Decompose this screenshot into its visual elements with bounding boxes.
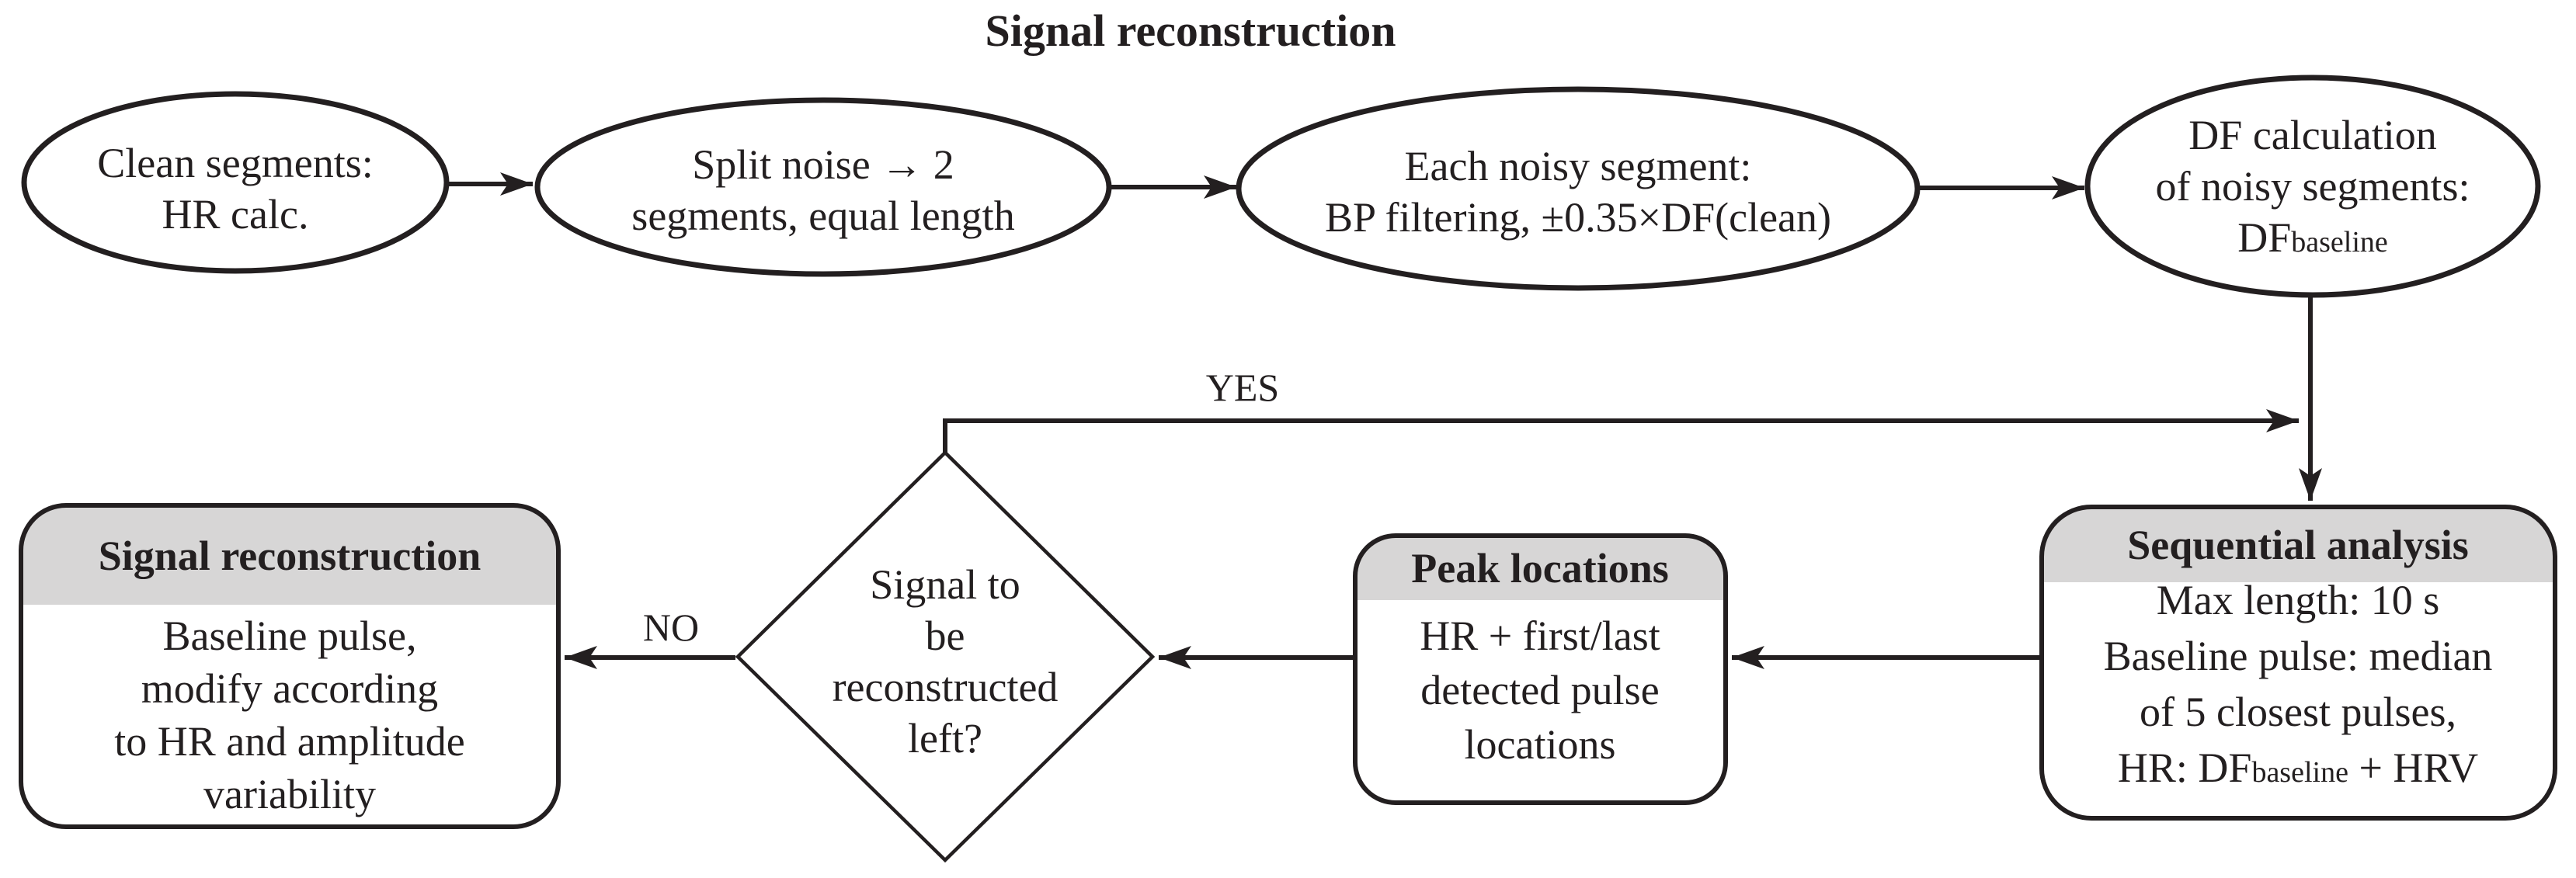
text-line: HR: DFbaseline + HRV: [2104, 740, 2493, 800]
box-sequential-analysis: [2039, 505, 2557, 821]
ellipse-bp-filtering: [1236, 86, 1921, 291]
text-line: modify according: [141, 665, 439, 712]
ellipse-df-calculation-text: DF calculation of noisy segments: DFbase…: [2156, 109, 2470, 268]
text-line: left?: [908, 715, 982, 762]
diamond-signal-left-decision: [735, 449, 1156, 863]
df-main: DF: [2237, 214, 2292, 261]
box-signal-reconstruction-header-bg: [21, 505, 558, 605]
box-peak-locations-body: HR + first/last detected pulse locations: [1420, 609, 1660, 772]
box-sequential-analysis-fill: [2042, 507, 2555, 818]
hr-line-subscript: baseline: [2251, 756, 2348, 789]
text-line: Max length: 10 s: [2156, 577, 2440, 623]
box-peak-locations-header-bg: [1355, 536, 1726, 600]
box-sequential-analysis-body: Max length: 10 s Baseline pulse: median …: [2104, 572, 2493, 800]
text-line: of 5 closest pulses,: [2140, 689, 2456, 735]
ellipse-clean-segments: [21, 91, 450, 274]
box-sequential-analysis-header: Sequential analysis: [2127, 522, 2469, 568]
text-line: BP filtering, ±0.35×DF(clean): [1325, 194, 1831, 241]
box-peak-locations-header: Peak locations: [1411, 545, 1669, 592]
diamond-decision-text: Signal to be reconstructed left?: [833, 559, 1059, 764]
text-line: locations: [1464, 721, 1616, 768]
text-line: DF calculation: [2188, 112, 2437, 158]
box-peak-locations: [1353, 533, 1728, 805]
ellipse-split-noise: [534, 97, 1112, 277]
no-label: NO: [642, 606, 700, 649]
text-line: of noisy segments:: [2155, 163, 2470, 210]
text-line: Signal to: [870, 561, 1020, 608]
box-signal-reconstruction: [19, 503, 561, 829]
text-line: Each noisy segment:: [1404, 143, 1752, 189]
text-line: Baseline pulse: median: [2103, 633, 2493, 679]
arrow-yes-path: [943, 409, 2299, 456]
yes-label: YES: [1205, 366, 1280, 409]
text-line: Split noise → 2: [692, 141, 954, 188]
box-sequential-analysis-header-bg: [2042, 507, 2555, 582]
ellipse-clean-segments-text: Clean segments: HR calc.: [97, 137, 373, 240]
text-line: HR + first/last: [1420, 613, 1660, 659]
ellipse-split-noise-text: Split noise → 2 segments, equal length: [631, 139, 1014, 241]
text-line: Clean segments:: [97, 140, 374, 186]
text-line: DFbaseline: [2156, 212, 2470, 268]
box-peak-locations-fill: [1355, 536, 1726, 803]
text-line: be: [925, 613, 965, 659]
ellipse-bp-filtering-text: Each noisy segment: BP filtering, ±0.35×…: [1325, 141, 1831, 243]
text-line: detected pulse: [1420, 667, 1660, 713]
text-line: HR calc.: [162, 191, 309, 238]
ellipse-df-calculation: [2084, 75, 2541, 298]
text-line: segments, equal length: [631, 193, 1015, 239]
hr-line-pre: HR: DF: [2117, 744, 2252, 791]
diagram-title: Signal reconstruction: [985, 5, 1396, 56]
text-line: to HR and amplitude: [114, 718, 465, 765]
text-line: variability: [203, 771, 376, 817]
hr-line-post: + HRV: [2348, 744, 2479, 791]
text-line: reconstructed: [832, 664, 1059, 710]
box-signal-reconstruction-header: Signal reconstruction: [98, 533, 481, 579]
text-line: Baseline pulse,: [162, 613, 417, 659]
df-subscript: baseline: [2291, 226, 2388, 259]
box-signal-reconstruction-body: Baseline pulse, modify according to HR a…: [114, 609, 464, 821]
